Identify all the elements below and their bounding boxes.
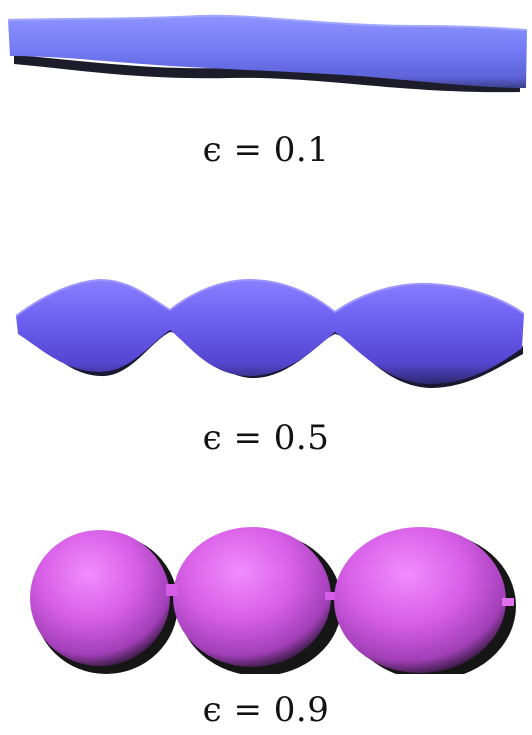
cylinder-body (8, 15, 527, 89)
beaded-shadow (20, 323, 523, 388)
sphere-2 (173, 527, 331, 667)
sphere-3 (334, 527, 506, 673)
beaded-body (16, 280, 524, 384)
tail (502, 598, 514, 606)
sphere-1 (30, 530, 170, 666)
epsilon-value-text: ϵ = 0.5 (202, 418, 330, 458)
epsilon-label-1: ϵ = 0.1 (0, 130, 532, 170)
nearly-uniform-cylinder (7, 14, 528, 93)
cylinder-shadow (14, 55, 520, 93)
neck-2 (325, 592, 335, 600)
epsilon-label-2: ϵ = 0.5 (0, 418, 532, 458)
shape-panel-eps-0-9 (0, 514, 532, 674)
shape-panel-eps-0-1 (0, 0, 532, 105)
shape-panel-eps-0-5 (0, 268, 532, 393)
epsilon-value-text: ϵ = 0.9 (202, 690, 330, 730)
neck-1 (166, 584, 178, 596)
chain-of-spheres (30, 527, 516, 674)
beaded-cylinder (15, 278, 525, 388)
epsilon-label-3: ϵ = 0.9 (0, 690, 532, 730)
epsilon-value-text: ϵ = 0.1 (202, 130, 330, 170)
